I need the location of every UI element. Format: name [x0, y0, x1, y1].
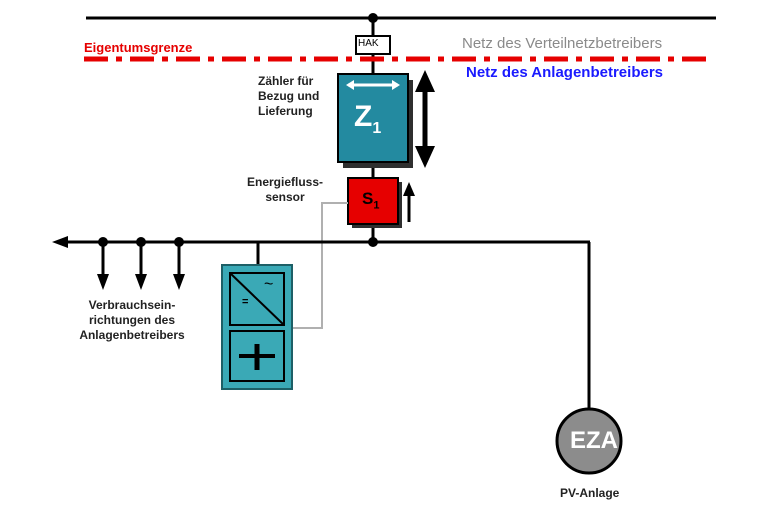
sensor-s1: [347, 177, 399, 225]
sensor-label: Energiefluss- sensor: [236, 175, 334, 205]
meter-arrow-left-head: [346, 80, 354, 90]
inverter-diagonal: [229, 272, 285, 326]
netz-anlagenbetreiber-label: Netz des Anlagenbetreibers: [466, 64, 663, 81]
eza-circle: [555, 407, 623, 475]
meter-letter: Z: [354, 100, 373, 133]
double-arrow-bottom-head: [415, 146, 435, 168]
consumer-arrow-3: [173, 274, 185, 290]
eigentumsgrenze-label: Eigentumsgrenze: [84, 40, 193, 55]
verbraucher-line-3: Anlagenbetreibers: [79, 328, 185, 342]
meter-z1-label: Z1: [354, 100, 381, 138]
zaehler-line-1: Zähler für: [258, 74, 314, 88]
sensor-line-2: sensor: [265, 190, 305, 204]
meter-index: 1: [372, 120, 382, 137]
verbraucher-line-2: richtungen des: [88, 313, 175, 327]
hak-box: [355, 35, 391, 55]
zaehler-line-2: Bezug und: [258, 89, 320, 103]
inverter-dc-symbol: =: [242, 296, 249, 308]
verbraucher-label: Verbrauchsein- richtungen des Anlagenbet…: [72, 298, 192, 343]
eza-label: EZA: [570, 427, 618, 454]
consumer-arrow-2: [135, 274, 147, 290]
hak-label: HAK: [358, 38, 379, 49]
sensor-signal-line: [292, 202, 348, 329]
inverter-ac-symbol: ~: [264, 276, 274, 293]
sensor-letter: S: [362, 189, 374, 208]
pv-anlage-label: PV-Anlage: [560, 486, 620, 500]
sensor-up-arrow-head: [403, 182, 415, 196]
meter-arrow-right-head: [392, 80, 400, 90]
sensor-index: 1: [373, 199, 380, 212]
netz-verteilnetzbetreiber-label: Netz des Verteilnetzbetreibers: [462, 35, 663, 52]
bus-arrow-left-head: [52, 236, 68, 248]
sensor-line-1: Energiefluss-: [246, 175, 324, 189]
verbraucher-line-1: Verbrauchsein-: [88, 298, 176, 312]
zaehler-label: Zähler für Bezug und Lieferung: [258, 74, 319, 119]
junction-bus: [368, 237, 378, 247]
consumer-arrow-1: [97, 274, 109, 290]
meter-z1: [337, 73, 409, 163]
zaehler-line-3: Lieferung: [258, 104, 313, 118]
consumer-drops: [97, 237, 185, 290]
double-arrow-top-head: [415, 70, 435, 92]
sensor-s1-label: S1: [362, 189, 379, 211]
